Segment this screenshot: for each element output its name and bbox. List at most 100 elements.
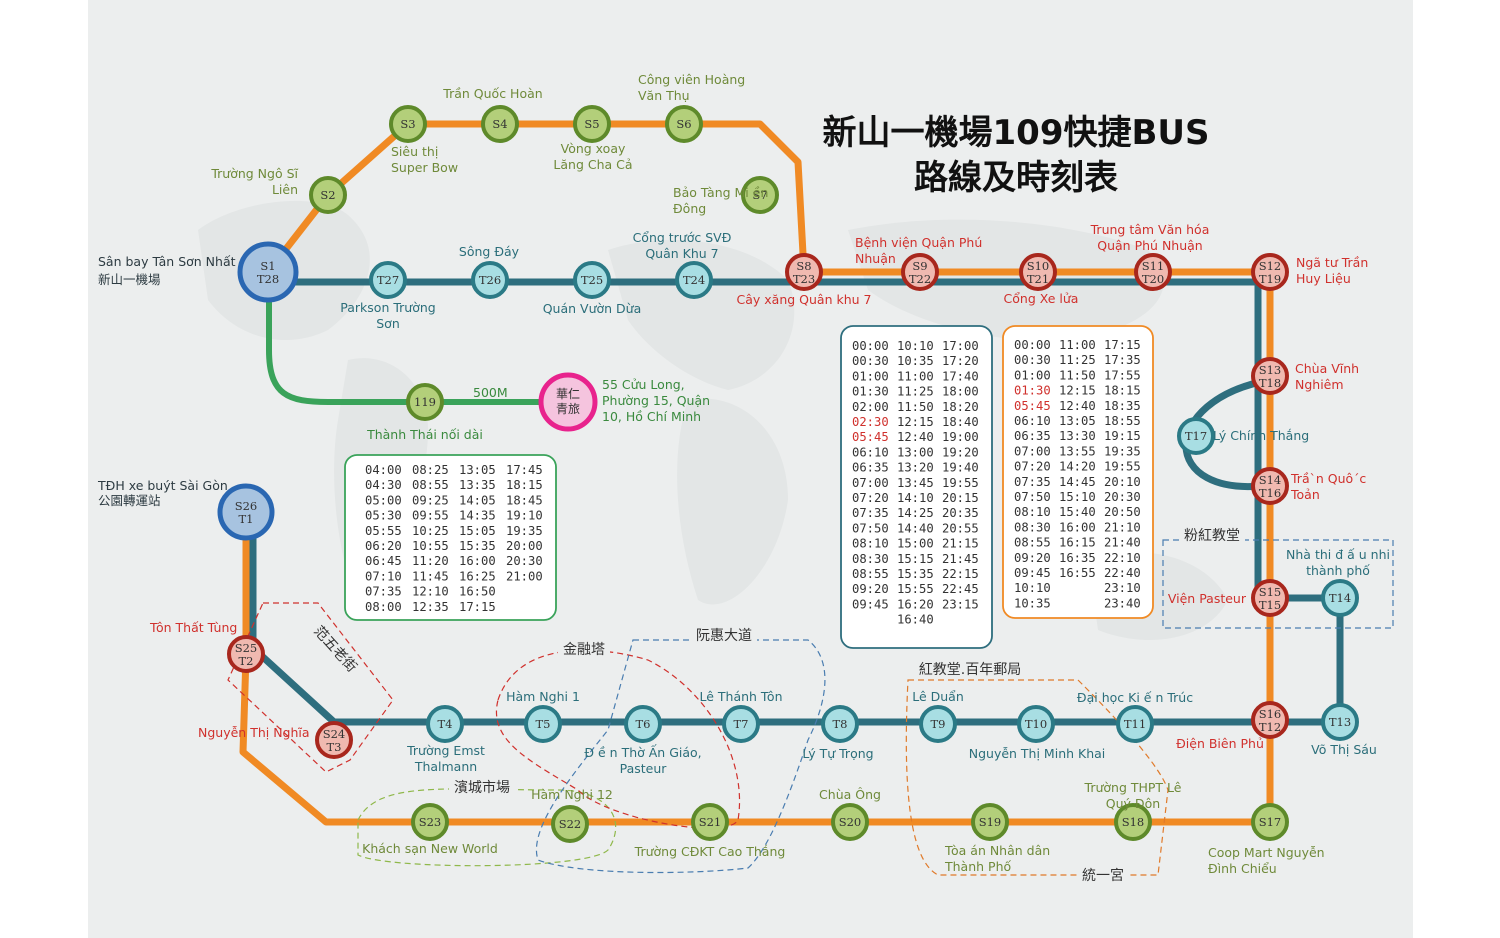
station-code: T10 [1025, 717, 1047, 731]
station-t8[interactable]: T8 [821, 705, 859, 743]
station-t6[interactable]: T6 [624, 705, 662, 743]
station-s23[interactable]: S23 [411, 803, 449, 841]
station-t11[interactable]: T11 [1116, 705, 1154, 743]
departure-time: 06:35 [852, 461, 889, 475]
station-s21[interactable]: S21 [691, 803, 729, 841]
departure-time: 13:00 [897, 445, 934, 459]
station-code: S4 [492, 117, 507, 131]
station-s2[interactable]: S2 [309, 176, 347, 214]
departure-time: 19:15 [1104, 429, 1141, 443]
departure-time: 12:10 [412, 585, 449, 599]
hostel-marker[interactable]: 華仁青旅 [538, 372, 598, 432]
station-t4[interactable]: T4 [426, 705, 464, 743]
departure-time: 01:00 [852, 369, 889, 383]
departure-time: 08:00 [365, 600, 402, 614]
station-s19[interactable]: S19 [971, 803, 1009, 841]
departure-time: 11:20 [412, 554, 449, 568]
departure-time: 21:10 [1104, 520, 1141, 534]
departure-time: 05:45 [1014, 399, 1051, 413]
station-s6[interactable]: S6 [665, 105, 703, 143]
departure-time: 01:00 [1014, 368, 1051, 382]
station-s22[interactable]: S22 [551, 805, 589, 843]
departure-time: 07:20 [852, 491, 889, 505]
station-t17[interactable]: T17 [1177, 417, 1215, 455]
station-t9[interactable]: T9 [919, 705, 957, 743]
station-t10[interactable]: T10 [1017, 705, 1055, 743]
departure-time: 07:00 [1014, 444, 1051, 458]
station-s5[interactable]: S5 [573, 105, 611, 143]
station-t13[interactable]: T13 [1321, 703, 1359, 741]
svg-text:阮惠大道: 阮惠大道 [696, 628, 752, 644]
departure-time: 07:50 [852, 521, 889, 535]
timetable-green-frame [344, 454, 557, 621]
station-code: S19 [979, 815, 1002, 829]
zone-label-jin-rong-ta: 金融塔 [558, 640, 610, 659]
departure-time: 02:30 [852, 415, 889, 429]
station-s3[interactable]: S3 [389, 105, 427, 143]
svg-text:紅教堂.百年郵局: 紅教堂.百年郵局 [919, 662, 1021, 678]
label-cong-xe-lua: Cổng Xe lửa [1004, 291, 1079, 306]
zone-ruan-hui [535, 639, 826, 874]
station-s18[interactable]: S18 [1114, 803, 1152, 841]
station-code: T14 [1329, 591, 1351, 605]
departure-time: 10:35 [1014, 596, 1051, 610]
zone-fen-hong-jiao-tang [1162, 539, 1394, 629]
station-marker [665, 105, 703, 143]
departure-time: 16:55 [1059, 566, 1096, 580]
departure-time: 10:10 [1014, 581, 1051, 595]
departure-time: 15:35 [897, 567, 934, 581]
station-t27[interactable]: T27 [369, 261, 407, 299]
departure-time: 18:20 [942, 400, 979, 414]
station-s4[interactable]: S4 [481, 105, 519, 143]
departure-time: 11:45 [412, 569, 449, 583]
station-t25[interactable]: T25 [573, 261, 611, 299]
departure-time: 00:30 [852, 354, 889, 368]
departure-time: 21:15 [942, 537, 979, 551]
departure-time: 11:00 [1059, 338, 1096, 352]
station-marker [919, 705, 957, 743]
departure-time: 15:40 [1059, 505, 1096, 519]
departure-time: 16:25 [459, 569, 496, 583]
departure-time: 09:45 [1014, 566, 1051, 580]
departure-time: 15:05 [459, 524, 496, 538]
station-t7[interactable]: T7 [722, 705, 760, 743]
station-t24[interactable]: T24 [675, 261, 713, 299]
departure-time: 15:55 [897, 582, 934, 596]
station-s20[interactable]: S20 [831, 803, 869, 841]
station-s7[interactable]: S7 [741, 176, 779, 214]
departure-time: 23:40 [1104, 596, 1141, 610]
station-t26[interactable]: T26 [471, 261, 509, 299]
zone-label-tong-yi-gong: 統一宮 [1077, 866, 1129, 885]
station-marker [1251, 253, 1289, 291]
departure-time: 14:05 [459, 493, 496, 507]
station-b119[interactable]: 119 [406, 383, 444, 421]
station-t14[interactable]: T14 [1321, 579, 1359, 617]
zone-label-fen-hong-jiao-tang: 粉紅教堂 [1179, 526, 1245, 545]
station-t5[interactable]: T5 [524, 705, 562, 743]
station-s17[interactable]: S17 [1251, 803, 1289, 841]
